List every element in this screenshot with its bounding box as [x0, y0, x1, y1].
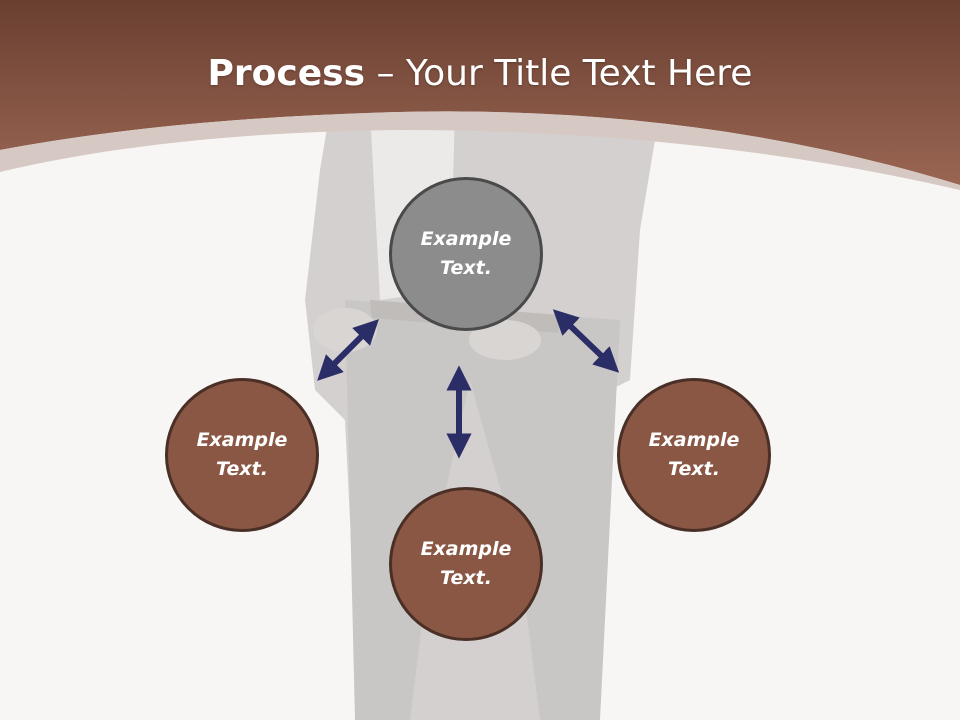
node-top-label: Example Text.: [420, 228, 512, 279]
header-swoosh: [0, 111, 960, 190]
node-top: Example Text.: [389, 177, 543, 331]
node-bottom: Example Text.: [389, 487, 543, 641]
node-left-label: Example Text.: [196, 429, 288, 480]
title-bold: Process: [207, 53, 366, 94]
node-left: Example Text.: [165, 378, 319, 532]
slide-title: Process – Your Title Text Here: [0, 52, 960, 96]
node-bottom-label: Example Text.: [420, 538, 512, 589]
node-right: Example Text.: [617, 378, 771, 532]
node-right-label: Example Text.: [648, 429, 740, 480]
header-band: [0, 0, 960, 185]
title-rest: – Your Title Text Here: [365, 53, 753, 94]
